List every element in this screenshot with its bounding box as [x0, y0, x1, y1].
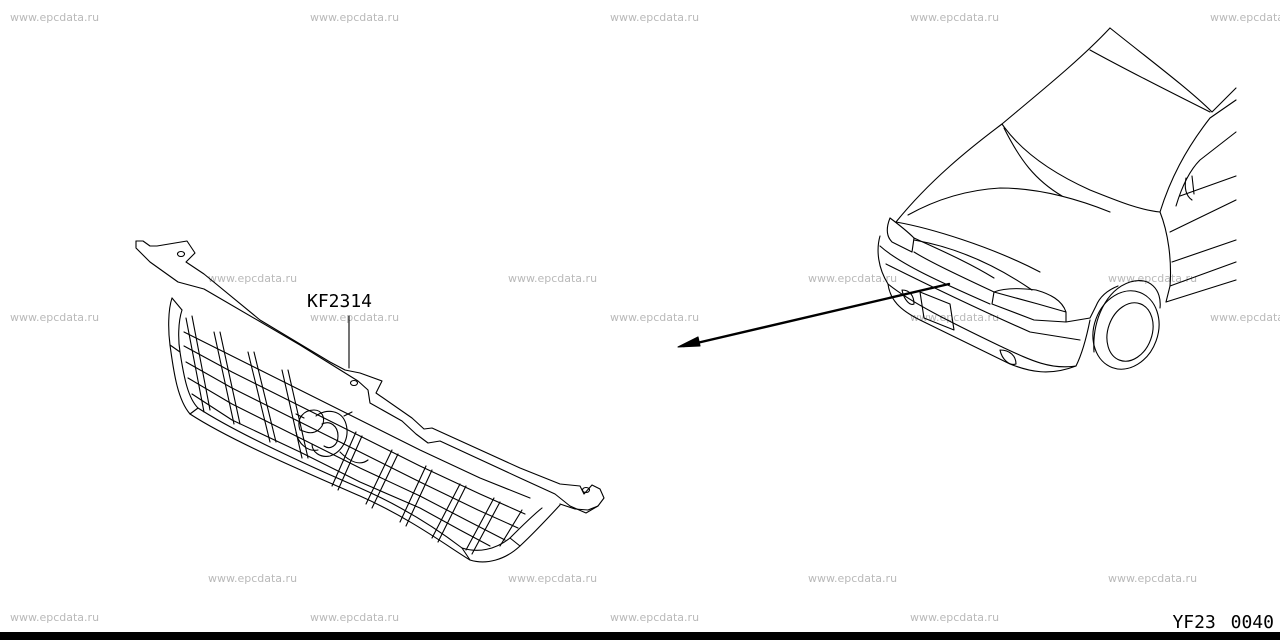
car-body-side [1165, 199, 1237, 303]
car-windshield [1109, 27, 1237, 113]
grille-vertical-bar [213, 331, 241, 425]
part-number-label: KF2314 [307, 291, 373, 312]
grille-vertical-bar [399, 465, 433, 527]
grille-drawing [135, 240, 605, 563]
grille-vertical-bar [431, 483, 467, 543]
grille-vertical-bar [465, 497, 501, 555]
car-bumper-lower [887, 283, 1077, 373]
watermark: www.epcdata.ru [208, 572, 298, 585]
car-headlight-right-lower [991, 291, 1067, 323]
bottom-bar [0, 632, 1280, 640]
grille-louver [191, 393, 491, 547]
car-hood-edge [1001, 123, 1161, 213]
grille-vertical-bar [499, 509, 523, 547]
car-license-plate [919, 291, 955, 331]
car-mirror [1184, 177, 1193, 201]
grille-mount-hole [176, 250, 186, 258]
car-bumper [877, 235, 1091, 368]
grille-top-rail-outer [135, 240, 605, 511]
watermark: www.epcdata.ru [10, 611, 100, 624]
car-hood-front [913, 239, 1033, 291]
car-grille-opening [913, 237, 995, 293]
watermark: www.epcdata.ru [610, 311, 700, 324]
watermark: www.epcdata.ru [1210, 11, 1280, 24]
grille-frame-outer [168, 297, 561, 563]
grille-vertical-bar [331, 431, 363, 491]
watermark: www.epcdata.ru [310, 11, 400, 24]
grille-louver [183, 331, 531, 499]
car-bumper-corner [1065, 285, 1119, 323]
watermark: www.epcdata.ru [1108, 272, 1198, 285]
grille-vertical-bar [185, 315, 211, 413]
car-a-pillar [1159, 99, 1237, 213]
grille-louver [187, 377, 506, 541]
grille-vertical-bar [365, 449, 399, 509]
watermark: www.epcdata.ru [910, 611, 1000, 624]
car-front-drawing [877, 27, 1237, 373]
watermark: www.epcdata.ru [10, 11, 100, 24]
car-wheel [1092, 280, 1161, 370]
grille-mount-hole [581, 486, 591, 494]
watermark: www.epcdata.ru [610, 11, 700, 24]
car-bumper-upper [879, 245, 1081, 341]
grille-vertical-bar [281, 369, 309, 459]
grille-frame-inner-edge [169, 297, 521, 561]
car-side-window [1175, 131, 1237, 207]
watermark: www.epcdata.ru [10, 311, 100, 324]
watermark: www.epcdata.ru [208, 272, 298, 285]
car-fender [1159, 211, 1172, 303]
grille-top-rail-inner [135, 240, 599, 514]
car-headlight-left [886, 217, 915, 253]
grille-louver [183, 345, 526, 515]
grille-vertical-bar [247, 351, 277, 443]
watermark: www.epcdata.ru [910, 11, 1000, 24]
watermark: www.epcdata.ru [508, 572, 598, 585]
watermark: www.epcdata.ru [1210, 311, 1280, 324]
car-headlight-right [993, 288, 1067, 313]
car-hood-center [1003, 127, 1063, 197]
car-hood-crease [1089, 49, 1211, 113]
watermark: www.epcdata.ru [808, 272, 898, 285]
car-fog-light-right [999, 349, 1017, 365]
watermark: www.epcdata.ru [310, 611, 400, 624]
car-hood-front-upper [895, 221, 1041, 273]
car-hood-line [907, 187, 1111, 216]
grille-mount-hole [349, 379, 359, 387]
watermark: www.epcdata.ru [1108, 572, 1198, 585]
grille-emblem [295, 409, 369, 464]
grille-frame-inner [178, 309, 543, 551]
car-fog-light-left [901, 289, 915, 305]
watermark: www.epcdata.ru [910, 311, 1000, 324]
diagram-code: YF23 0040 [1172, 612, 1274, 633]
watermark: www.epcdata.ru [610, 611, 700, 624]
location-arrow [677, 282, 951, 348]
watermark: www.epcdata.ru [310, 311, 400, 324]
watermark: www.epcdata.ru [808, 572, 898, 585]
watermark: www.epcdata.ru [508, 272, 598, 285]
